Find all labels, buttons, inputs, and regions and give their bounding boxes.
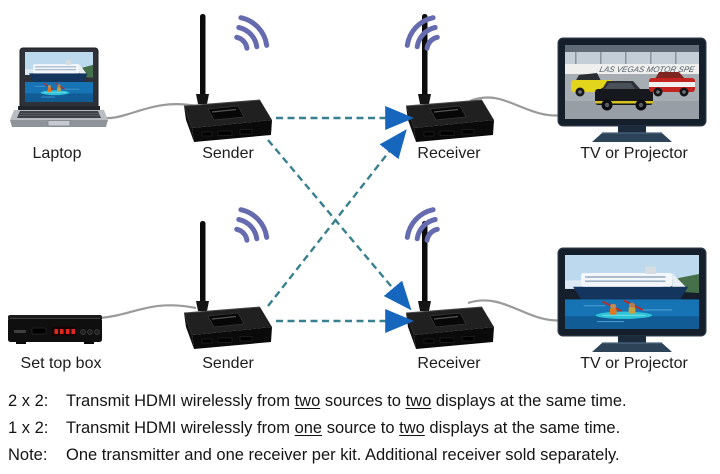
dashed-link-arrow-s2-r1 [267,129,407,307]
dashed-link-arrow-s1-r2 [267,139,412,311]
note-1x2: 1 x 2: Transmit HDMI wirelessly from one… [8,415,716,442]
receiver-top-label: Receiver [417,145,481,162]
laptop-illustration [10,47,108,127]
note-kit: Note: One transmitter and one receiver p… [8,442,716,469]
note-underlined-word: one [294,419,323,437]
note-2x2: 2 x 2: Transmit HDMI wirelessly from two… [8,388,716,415]
note-2x2-prefix: 2 x 2: [8,392,49,410]
note-segment: displays at the same time. [424,419,621,437]
wireless-signal-icon-sender-top [237,18,267,49]
sender-top-label: Sender [202,145,254,162]
note-underlined-word: two [294,392,321,410]
note-segment: Transmit HDMI wirelessly from [66,419,295,437]
set-top-box-label: Set top box [20,355,102,372]
laptop-label: Laptop [32,145,82,162]
note-segment: Transmit HDMI wirelessly from [66,392,295,410]
tv-illustration-bottom [557,247,707,352]
wireless-signal-icon-sender-bottom [237,210,267,241]
note-segment: source to [322,419,400,437]
tv-screen-racing: LAS VEGAS MOTOR SPE [565,45,699,119]
note-kit-text: One transmitter and one receiver per kit… [66,446,620,464]
display-top-label: TV or Projector [580,145,688,162]
note-segment: displays at the same time. [431,392,627,410]
hdmi-cable-receiver-to-tv-bottom [467,299,566,322]
note-underlined-word: two [399,419,425,437]
red-race-car [649,72,695,97]
note-1x2-text: Transmit HDMI wirelessly from one source… [66,415,620,442]
notes-section: 2 x 2: Transmit HDMI wirelessly from two… [8,388,716,469]
note-kit-prefix: Note: [8,446,48,464]
note-segment: sources to [320,392,406,410]
tv-banner-text: LAS VEGAS MOTOR SPE [599,65,696,74]
sender-bottom-label: Sender [202,355,254,372]
note-1x2-prefix: 1 x 2: [8,419,49,437]
black-race-car [595,81,653,111]
hdmi-cable-laptop-to-sender [96,103,197,120]
receiver-device-top [405,13,495,143]
receiver-bottom-label: Receiver [417,355,481,372]
set-top-box-illustration [8,315,102,344]
hdmi-cable-settop-to-sender [99,304,197,320]
sender-device-top [183,13,273,143]
note-2x2-text: Transmit HDMI wirelessly from two source… [66,388,627,415]
display-bottom-label: TV or Projector [580,355,688,372]
tv-illustration-top: LAS VEGAS MOTOR SPE [557,37,707,142]
tv-screen-cruise [563,253,701,330]
note-underlined-word: two [405,392,432,410]
hdmi-cable-receiver-to-tv-top [469,96,566,117]
